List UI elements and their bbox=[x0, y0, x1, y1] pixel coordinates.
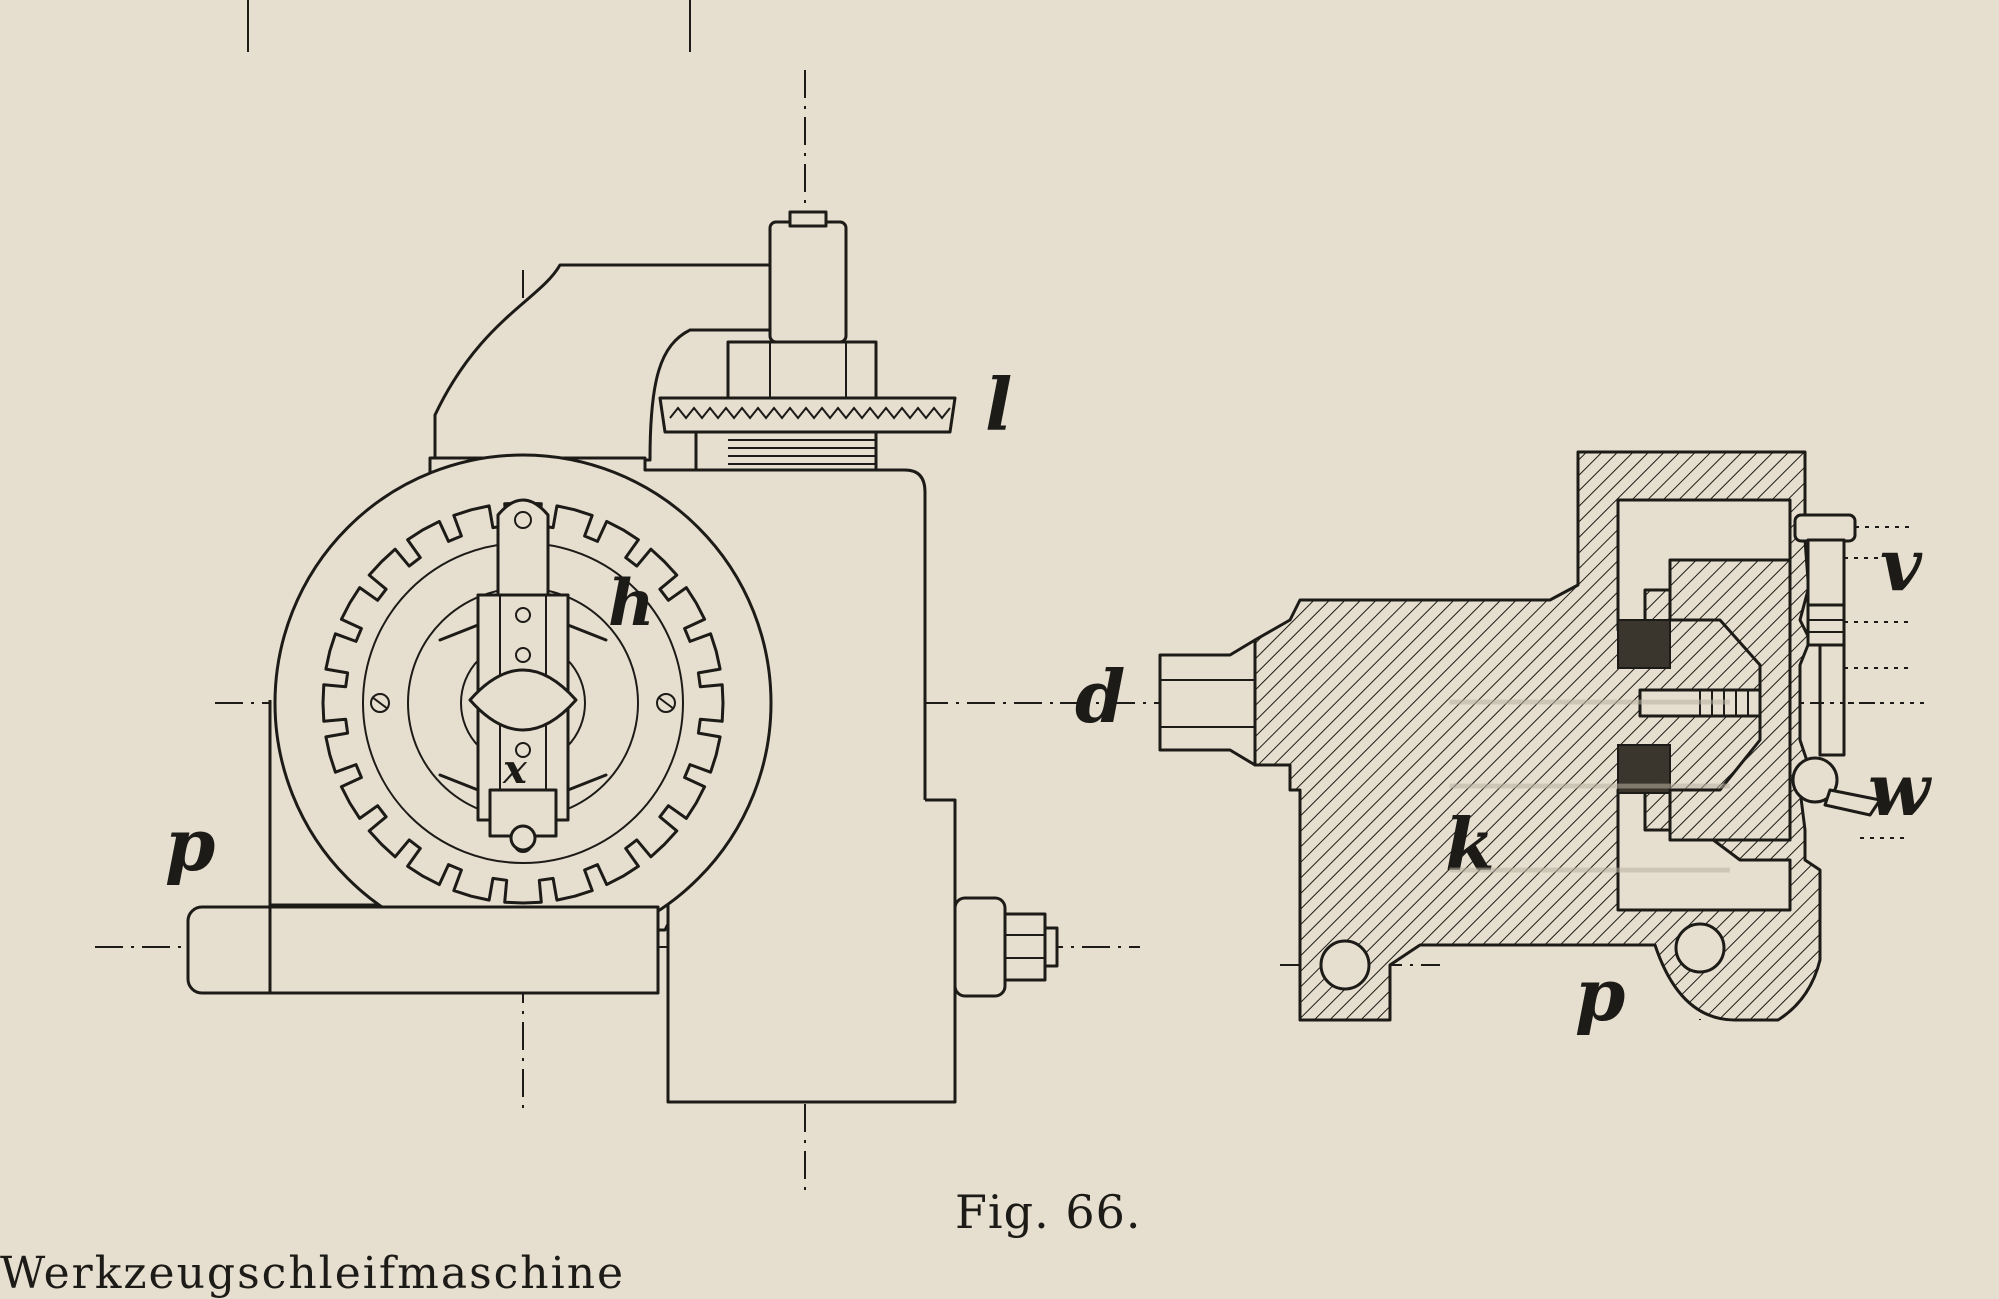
top-pin-cap bbox=[788, 210, 828, 228]
label-d: d bbox=[1075, 654, 1125, 739]
label-k: k bbox=[1445, 802, 1495, 887]
collar bbox=[726, 340, 878, 404]
pawl-roller-w bbox=[1791, 756, 1839, 804]
bolt-hole-right bbox=[1674, 922, 1726, 974]
spring bbox=[728, 439, 876, 465]
show-through-text: ──────── ──────── ──────── bbox=[1450, 668, 1730, 904]
label-w: w bbox=[1868, 747, 1933, 832]
section-view bbox=[1060, 450, 1930, 1022]
lower-cavity bbox=[1616, 788, 1792, 912]
knurled-wheel bbox=[658, 396, 957, 434]
bushing-upper bbox=[1617, 619, 1671, 669]
spindle-end bbox=[1158, 638, 1257, 767]
spring-housing bbox=[694, 430, 878, 474]
toothed-ring bbox=[321, 501, 725, 905]
bolt-hole-left bbox=[1319, 939, 1371, 991]
footer-text: Werkzeugschleifmaschine bbox=[0, 1248, 626, 1299]
label-p-right: p bbox=[1575, 952, 1625, 1037]
pawl-pin-v bbox=[1793, 513, 1857, 543]
screw-right bbox=[656, 693, 676, 713]
show-through-marks bbox=[247, 0, 691, 52]
label-l: l bbox=[985, 362, 1012, 447]
pawl-lever bbox=[496, 498, 550, 602]
label-h: h bbox=[608, 566, 655, 641]
front-view bbox=[95, 70, 1140, 1195]
label-p-left: p bbox=[165, 802, 215, 887]
top-pin bbox=[768, 220, 848, 344]
label-x: x bbox=[502, 746, 528, 793]
label-v: v bbox=[1880, 522, 1923, 607]
bar-end bbox=[953, 896, 1007, 998]
drawing-labels: l h x p d k p v w bbox=[165, 362, 1933, 1037]
screw-left bbox=[370, 693, 390, 713]
disc-section bbox=[1668, 558, 1792, 842]
bushing-lower bbox=[1617, 744, 1671, 794]
figure-caption: Fig. 66. bbox=[955, 1185, 1142, 1239]
nut bbox=[1003, 912, 1047, 982]
